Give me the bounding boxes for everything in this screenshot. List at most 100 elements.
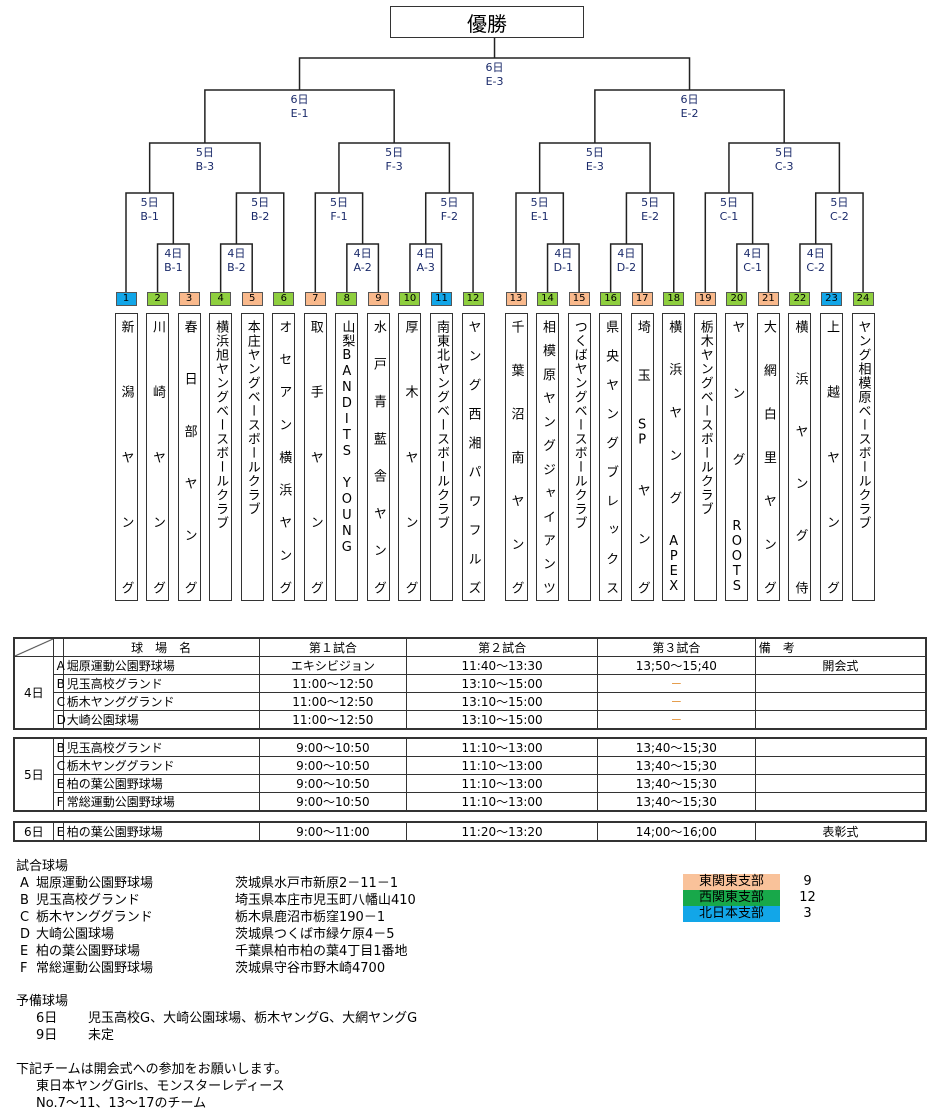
- venue-name: 堀原運動公園野球場: [62, 656, 260, 675]
- venue-id: E: [52, 774, 64, 793]
- venue-id: A: [20, 876, 29, 891]
- reserve-text: 児玉高校G、大崎公園球場、栃木ヤングG、大網ヤングG: [88, 1011, 418, 1026]
- legend-count: 3: [803, 906, 812, 921]
- match-code: B-3: [196, 160, 215, 173]
- game2-time: 11:10～13:00: [406, 756, 598, 775]
- team-number-badge: 19: [694, 292, 716, 306]
- team-number-badge: 24: [852, 292, 874, 306]
- reserve-day: 6日: [36, 1011, 58, 1026]
- venue-id: F: [52, 792, 64, 812]
- match-day: 4日: [617, 247, 635, 260]
- match-code: D-2: [617, 261, 636, 274]
- team-number-badge: 11: [431, 292, 452, 306]
- day-cell: 4日: [13, 656, 54, 730]
- notes-cell: [754, 674, 927, 693]
- team-number-badge: 4: [210, 292, 232, 306]
- game1-time: 11:00～12:50: [258, 692, 408, 711]
- match-day: 5日: [586, 146, 604, 159]
- venue-id: C: [20, 910, 30, 925]
- venue-name: 柏の葉公園野球場: [62, 774, 260, 793]
- match-day: 5日: [440, 196, 458, 209]
- match-code: E-1: [291, 107, 309, 120]
- header-venue: 球 場 名: [62, 637, 260, 657]
- reserve-heading: 予備球場: [16, 994, 69, 1009]
- match-day: 4日: [417, 247, 435, 260]
- game1-time: 9:00～11:00: [258, 821, 408, 842]
- match-code: B-2: [251, 210, 270, 223]
- venue-id: B: [52, 737, 65, 757]
- game1-time: 11:00～12:50: [258, 674, 408, 693]
- match-day: 4日: [744, 247, 762, 260]
- venue-name: 栃木ヤンググランド: [36, 910, 153, 925]
- team-name: 新潟ヤング: [114, 313, 138, 601]
- team-number-badge: 6: [273, 292, 295, 306]
- notes-cell: [754, 774, 927, 793]
- team-name: オセアン横浜ヤング: [272, 313, 296, 601]
- venue-name: 常総運動公園野球場: [36, 961, 154, 976]
- game2-time: 13:10～15:00: [406, 674, 598, 693]
- venue-id: E: [20, 944, 29, 959]
- team-name: ヤング西湘パワフルズ: [461, 313, 485, 601]
- team-number-badge: 8: [336, 292, 358, 306]
- venue-id: A: [52, 656, 65, 675]
- team-name: 水戸青藍舎ヤング: [366, 313, 390, 601]
- match-code: B-2: [227, 261, 246, 274]
- match-day: 6日: [291, 93, 309, 106]
- team-name: 横浜旭ヤングベースボールクラブ: [209, 313, 233, 601]
- team-number-badge: 17: [631, 292, 653, 306]
- team-number-badge: 13: [505, 292, 527, 306]
- game1-time: 9:00～10:50: [258, 756, 408, 775]
- team-name: 春日部ヤング: [177, 313, 201, 601]
- venue-id: B: [20, 893, 29, 908]
- team-name: 県央ヤングブレックス: [599, 313, 623, 601]
- match-day: 5日: [330, 196, 348, 209]
- venue-id: B: [52, 674, 65, 693]
- team-name: 本庄ヤングベースボールクラブ: [240, 313, 264, 601]
- header-blank-cell: [52, 637, 64, 657]
- team-name: ヤング相模原ベースボールクラブ: [851, 313, 875, 601]
- team-number-badge: 5: [241, 292, 263, 306]
- team-name: 上越ヤング: [820, 313, 843, 601]
- match-code: F-2: [441, 210, 458, 223]
- team-name: 相模原ヤングジャイアンツ: [536, 313, 560, 601]
- team-name: 横浜ヤング侍: [788, 313, 812, 601]
- game2-time: 13:10～15:00: [406, 692, 598, 711]
- venue-name: 児玉高校グランド: [36, 893, 141, 908]
- ceremony-line: No.7～11、13～17のチーム: [36, 1096, 207, 1111]
- game3-time: 13;40～15;30: [597, 737, 756, 757]
- match-day: 5日: [196, 146, 214, 159]
- match-code: C-1: [720, 210, 739, 223]
- venue-name: 大崎公園球場: [62, 710, 260, 730]
- team-name: 埼玉SPヤング: [630, 313, 654, 601]
- game2-time: 11:10～13:00: [406, 737, 598, 757]
- match-day: 4日: [164, 247, 182, 260]
- game3-time: 13;40～15;30: [597, 792, 756, 812]
- ceremony-heading: 下記チームは開会式への参加をお願いします。: [16, 1062, 288, 1077]
- match-day: 4日: [227, 247, 245, 260]
- match-code: B-1: [140, 210, 159, 223]
- team-number-badge: 20: [726, 292, 748, 306]
- venue-id: E: [52, 821, 64, 842]
- match-day: 5日: [141, 196, 159, 209]
- team-number-badge: 2: [147, 292, 169, 306]
- game3-time: －: [597, 692, 756, 711]
- match-day: 5日: [385, 146, 403, 159]
- game2-time: 11:10～13:00: [406, 792, 598, 812]
- match-day: 4日: [354, 247, 372, 260]
- game3-time: 14;00～16;00: [597, 821, 756, 842]
- header-diagonal-cell: [13, 637, 54, 657]
- game2-time: 13:10～15:00: [406, 710, 598, 730]
- team-number-badge: 23: [821, 292, 842, 306]
- game3-time: －: [597, 710, 756, 730]
- team-name: 取手ヤング: [303, 313, 327, 601]
- venue-name: 児玉高校グランド: [62, 674, 260, 693]
- match-day: 5日: [775, 146, 793, 159]
